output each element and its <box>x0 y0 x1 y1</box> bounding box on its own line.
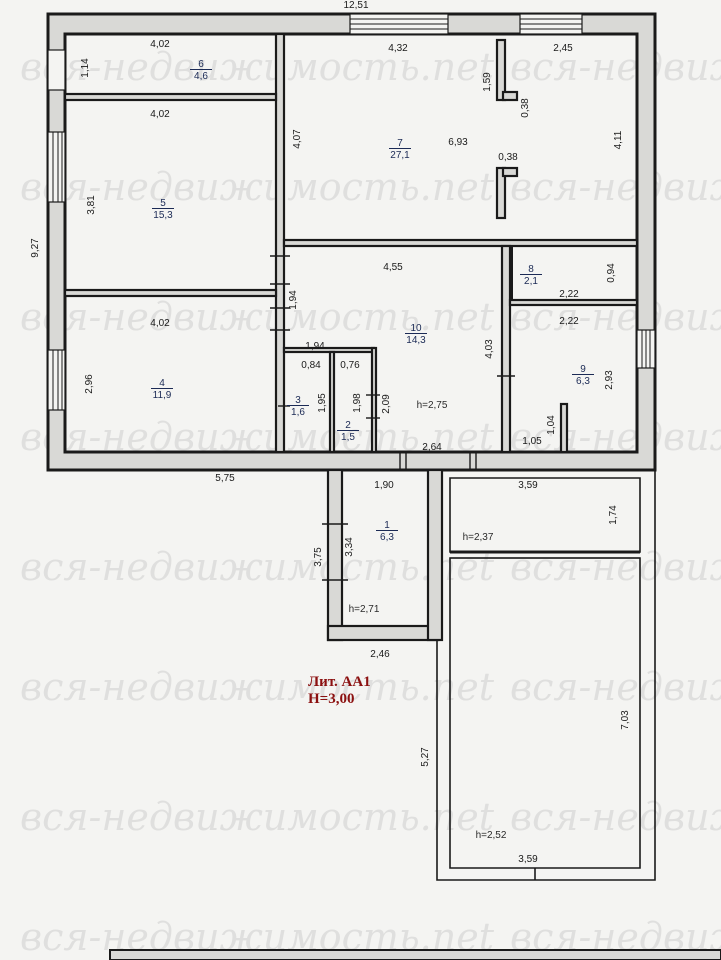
next-plan-edge <box>109 949 721 960</box>
dimension-r10-left: 1,94 <box>288 290 299 310</box>
dimension-r10-small: 1,94 <box>305 341 325 352</box>
ceiling-height-2: h=2,37 <box>463 532 494 543</box>
room-3-area: 1,6 <box>291 407 305 418</box>
room-4-area: 11,9 <box>153 390 172 401</box>
dimension-ext-top: 3,59 <box>518 480 538 491</box>
dimension-r10-top: 4,55 <box>383 262 403 273</box>
dimension-r9-side: 2,93 <box>604 370 615 390</box>
dimension-r9-top: 2,22 <box>559 316 579 327</box>
room-7-area: 27,1 <box>390 150 410 161</box>
ceiling-height-4: h=2,52 <box>476 830 507 841</box>
dimension-stub-b: 0,38 <box>520 98 531 118</box>
dimension-r7-right: 4,11 <box>613 130 624 149</box>
interior-walls <box>63 32 639 454</box>
dimension-r10-right: 4,03 <box>484 339 495 359</box>
dimension-r5-side: 3,81 <box>86 195 97 215</box>
dimension-r6-side: 1,14 <box>80 58 91 78</box>
dimension-r6-top: 4,02 <box>150 39 170 50</box>
dimension-ext-bottom: 3,59 <box>518 854 538 865</box>
room-7-number: 7 <box>397 138 403 149</box>
dimension-r8-side: 0,94 <box>606 263 617 283</box>
watermark-text: вся-недвижимость.net <box>510 665 721 709</box>
dimension-r7-top-left: 4,32 <box>388 43 408 54</box>
dimension-r1-top: 1,90 <box>374 480 394 491</box>
dimension-r4-side: 2,96 <box>84 374 95 394</box>
room-10-number: 10 <box>410 323 422 334</box>
room-1-area: 6,3 <box>380 532 394 543</box>
room-10-area: 14,3 <box>406 335 426 346</box>
dimension-r1-bottom: 2,46 <box>370 649 390 660</box>
label-layer: 12,51 4,02 1,14 4,02 3,81 9,27 4,02 2,96 5,75 4,3… <box>30 0 631 865</box>
room-8-number: 8 <box>528 264 534 275</box>
dimension-r1-side-out: 3,75 <box>313 547 324 567</box>
windows <box>47 13 656 411</box>
dimension-r9-bottom: 1,05 <box>522 436 542 447</box>
dimension-top-total: 12,51 <box>343 0 368 11</box>
dimension-bottom-left: 5,75 <box>215 473 235 484</box>
room-5-area: 15,3 <box>153 210 173 221</box>
room-8-area: 2,1 <box>524 276 538 287</box>
dimension-r10-bottom: 2,64 <box>422 442 442 453</box>
dimension-r2-top: 0,76 <box>340 360 360 371</box>
dimension-ext-left: 5,27 <box>420 747 431 767</box>
watermark-text: вся-недвижимость.net <box>20 545 495 589</box>
dimension-ext-side: 7,03 <box>620 710 631 730</box>
ceiling-height-1: h=2,75 <box>417 400 448 411</box>
room-9-number: 9 <box>580 364 586 375</box>
watermark-text: вся-недвижимость.net <box>510 45 721 89</box>
dimension-r1-side-in: 3,34 <box>344 537 355 557</box>
dimension-r3-side: 1,95 <box>317 393 328 413</box>
watermark-text: вся-недвижимость.net <box>510 795 721 839</box>
dimension-stub-c: 0,38 <box>498 152 518 163</box>
dimension-ext-side-top: 1,74 <box>608 505 619 525</box>
dimension-r7-top-right: 2,45 <box>553 43 573 54</box>
room-5-number: 5 <box>160 198 166 209</box>
dimension-left-total: 9,27 <box>30 238 41 258</box>
watermark-text: вся-недвижимость.net <box>20 165 495 209</box>
watermark-text: вся-недвижимость.net <box>20 795 495 839</box>
dimension-r5-top: 4,02 <box>150 109 170 120</box>
ceiling-height-3: h=2,71 <box>349 604 380 615</box>
dimension-r8-bottom: 2,22 <box>559 289 579 300</box>
room-9-area: 6,3 <box>576 376 590 387</box>
room-6-area: 4,6 <box>194 71 208 82</box>
room-2-area: 1,5 <box>341 432 355 443</box>
dimension-r7-left: 4,07 <box>292 129 303 149</box>
watermark-text: вся-недвижимость.net <box>20 295 495 339</box>
plan-height: Н=3,00 <box>308 691 354 707</box>
room-1-number: 1 <box>384 520 390 531</box>
watermark-text: вся-недвижимость.net <box>510 165 721 209</box>
room-3-number: 3 <box>295 395 301 406</box>
room-2-number: 2 <box>345 420 351 431</box>
watermark-text: вся-недвижимость.net <box>20 665 495 709</box>
dimension-r7-mid: 6,93 <box>448 137 468 148</box>
dimension-r4-top: 4,02 <box>150 318 170 329</box>
vestibule-walls <box>322 468 444 642</box>
watermark-text: вся-недвижимость.net <box>20 45 495 89</box>
dimension-stub-a: 1,59 <box>482 72 493 92</box>
dimension-r9-stub: 1,04 <box>546 415 557 435</box>
door-marks <box>270 255 515 470</box>
dimension-r2-side-b: 2,09 <box>381 394 392 414</box>
room-6-number: 6 <box>198 59 204 70</box>
dimension-r3-top: 0,84 <box>301 360 321 371</box>
plan-title: Лит. АА1 <box>308 674 371 690</box>
extension-walls <box>436 469 656 881</box>
dimension-r2-side-a: 1,98 <box>352 393 363 413</box>
room-4-number: 4 <box>159 378 165 389</box>
